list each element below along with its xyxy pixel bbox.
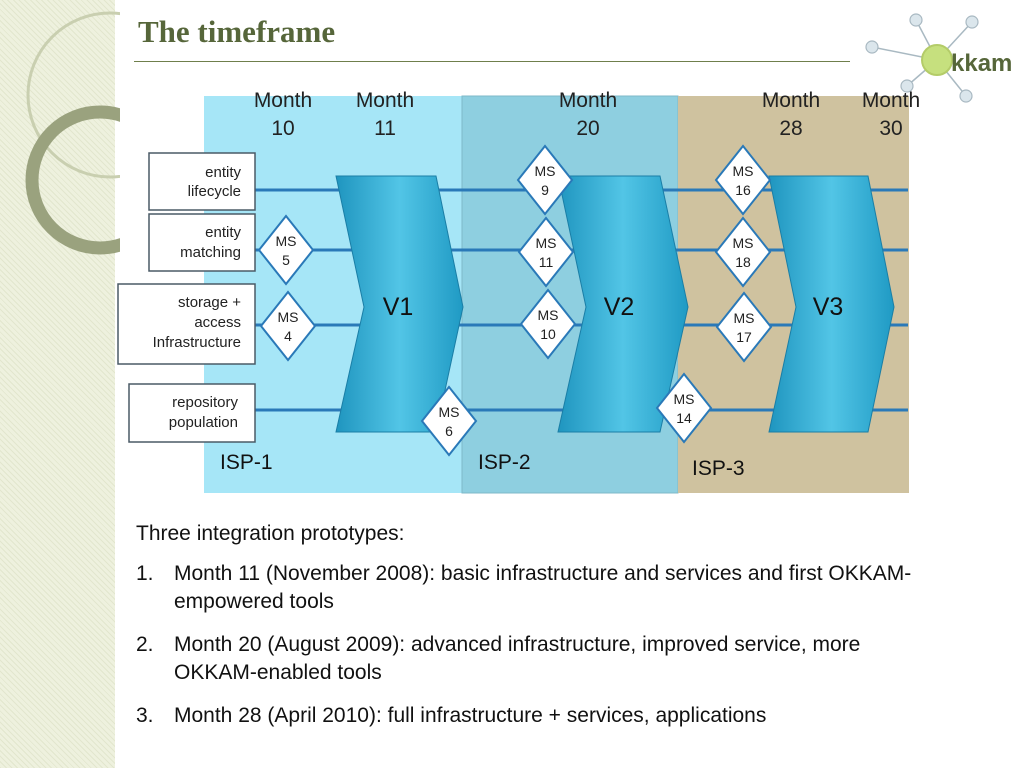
lane-label: access bbox=[194, 314, 241, 331]
lane-label: matching bbox=[180, 244, 241, 261]
month-label: Month bbox=[254, 89, 312, 112]
milestone-diamond bbox=[259, 290, 317, 362]
milestone-label: MS bbox=[276, 233, 297, 249]
milestone-diamond bbox=[714, 144, 772, 216]
logo-text: kkam bbox=[951, 50, 1012, 77]
milestone-diamond bbox=[655, 372, 713, 444]
milestone-number: 16 bbox=[735, 182, 751, 198]
milestone-number: 11 bbox=[539, 254, 554, 270]
version-label: V1 bbox=[383, 293, 414, 321]
milestone-number: 4 bbox=[284, 328, 292, 344]
list-number: 1. bbox=[136, 562, 154, 585]
list-number: 2. bbox=[136, 633, 154, 656]
intro-text: Three integration prototypes: bbox=[136, 522, 405, 545]
month-label: Month bbox=[559, 89, 617, 112]
milestone-diamond bbox=[714, 216, 772, 288]
milestone-label: MS bbox=[535, 163, 556, 179]
milestone-label: MS bbox=[733, 235, 754, 251]
milestone-label: MS bbox=[538, 307, 559, 323]
phase-label: ISP-1 bbox=[220, 451, 273, 474]
prototype-list: 1. Month 11 (November 2008): basic infra… bbox=[136, 560, 936, 730]
milestone-number: 5 bbox=[282, 252, 290, 268]
milestone-number: 9 bbox=[541, 182, 549, 198]
list-number: 3. bbox=[136, 704, 154, 727]
milestone-label: MS bbox=[536, 235, 557, 251]
month-number: 28 bbox=[779, 117, 802, 140]
milestone-number: 18 bbox=[735, 254, 751, 270]
milestone-number: 14 bbox=[676, 410, 692, 426]
version-chevron-v3 bbox=[768, 175, 895, 433]
milestone-number: 17 bbox=[736, 329, 752, 345]
version-label: V2 bbox=[604, 293, 635, 321]
month-label: Month bbox=[762, 89, 820, 112]
list-item: 3. Month 28 (April 2010): full infrastru… bbox=[136, 702, 936, 730]
lane-label: population bbox=[169, 414, 238, 431]
month-number: 10 bbox=[271, 117, 294, 140]
list-item: 1. Month 11 (November 2008): basic infra… bbox=[136, 560, 936, 616]
milestone-label: MS bbox=[674, 391, 695, 407]
milestone-diamond bbox=[517, 216, 575, 288]
lane-label: storage + bbox=[178, 294, 241, 311]
version-label: V3 bbox=[813, 293, 844, 321]
month-label: Month bbox=[356, 89, 414, 112]
list-text: Month 11 (November 2008): basic infrastr… bbox=[174, 562, 912, 613]
version-chevron-v2 bbox=[557, 175, 689, 433]
milestone-diamond bbox=[519, 288, 577, 360]
milestone-number: 6 bbox=[445, 423, 453, 439]
decorative-rings bbox=[25, 11, 120, 255]
body-text: Three integration prototypes: 1. Month 1… bbox=[136, 520, 936, 745]
milestone-diamond bbox=[715, 291, 773, 363]
timeframe-diagram: Month 10 Month 11 Month 20 Month 28 Mont… bbox=[117, 89, 920, 494]
title-rule bbox=[134, 61, 850, 62]
milestone-label: MS bbox=[733, 163, 754, 179]
month-label: Month bbox=[862, 89, 920, 112]
milestone-diamond bbox=[420, 385, 478, 457]
milestone-diamond bbox=[257, 214, 315, 286]
lane-box-entity-matching bbox=[148, 213, 256, 272]
milestone-number: 10 bbox=[540, 326, 556, 342]
lane-box-entity-lifecycle bbox=[148, 152, 256, 211]
milestone-label: MS bbox=[734, 310, 755, 326]
okkam-logo: kkam bbox=[865, 13, 1012, 103]
milestone-diamond bbox=[516, 144, 574, 216]
lane-label: repository bbox=[172, 394, 238, 411]
month-number: 20 bbox=[576, 117, 599, 140]
month-number: 11 bbox=[374, 117, 396, 140]
lane-box-repository-population bbox=[128, 383, 256, 443]
lane-label: entity bbox=[205, 164, 241, 181]
list-text: Month 20 (August 2009): advanced infrast… bbox=[174, 633, 861, 684]
list-item: 2. Month 20 (August 2009): advanced infr… bbox=[136, 631, 936, 687]
phase-label: ISP-3 bbox=[692, 457, 745, 480]
milestone-label: MS bbox=[278, 309, 299, 325]
list-text: Month 28 (April 2010): full infrastructu… bbox=[174, 704, 767, 727]
lane-label: lifecycle bbox=[188, 183, 241, 200]
lane-label: entity bbox=[205, 224, 241, 241]
phase-label: ISP-2 bbox=[478, 451, 531, 474]
lane-box-storage-access bbox=[117, 283, 256, 365]
lane-label: Infrastructure bbox=[153, 334, 241, 351]
slide-title: The timeframe bbox=[138, 14, 336, 49]
month-number: 30 bbox=[879, 117, 902, 140]
milestone-label: MS bbox=[439, 404, 460, 420]
